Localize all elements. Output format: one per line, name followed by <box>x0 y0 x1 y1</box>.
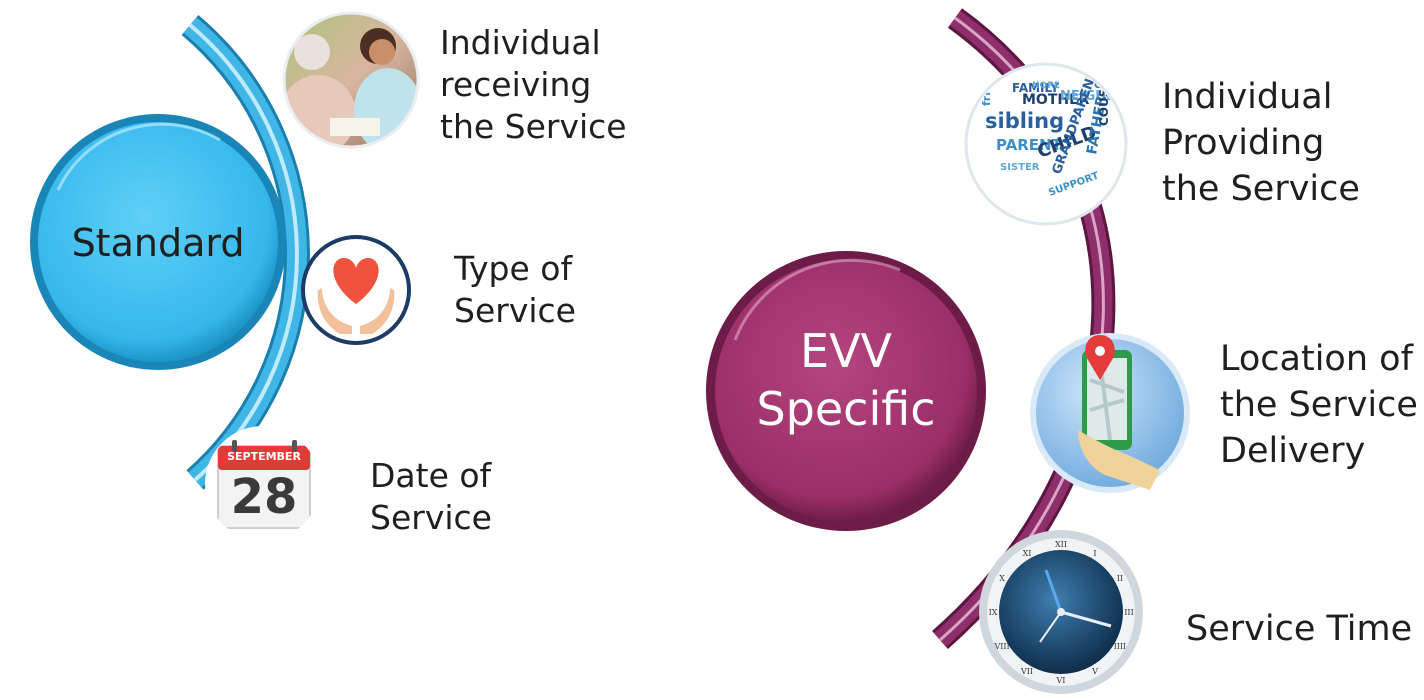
word-cloud-word: sibling <box>985 109 1064 133</box>
label-line: Location of <box>1220 339 1413 379</box>
clock-numeral: XII <box>1055 540 1067 549</box>
clock-numeral: III <box>1124 608 1133 617</box>
label-line: the Service <box>1162 169 1360 209</box>
word-cloud-word: SISTER <box>1000 162 1040 173</box>
calendar-month: SEPTEMBER <box>227 450 301 463</box>
standard-arc <box>181 15 310 490</box>
label-individual-receiving: Individual receiving the Service <box>440 22 627 148</box>
label-line: receiving <box>440 65 592 104</box>
label-line: Providing <box>1162 123 1325 163</box>
label-location-of-service: Location of the Service Delivery <box>1220 336 1418 474</box>
label-line: Service <box>454 291 576 330</box>
clock-numeral: X <box>999 574 1005 583</box>
phone-map-pin-icon <box>1030 333 1190 493</box>
word-cloud-word: NOPE <box>1032 81 1060 91</box>
clock-numeral: V <box>1091 667 1098 676</box>
evv-hub-line: EVV <box>800 324 892 378</box>
label-date-of-service: Date of Service <box>370 455 492 539</box>
standard-hub-label: Standard <box>71 221 245 265</box>
heart-hands-icon <box>301 235 411 345</box>
label-line: Individual <box>440 23 601 62</box>
calendar-icon <box>205 426 321 542</box>
calendar-day: 28 <box>230 469 298 525</box>
label-type-of-service: Type of Service <box>454 248 576 332</box>
word-cloud-word: PARENT <box>996 136 1063 154</box>
evv-hub <box>706 251 986 531</box>
clock-numeral: VII <box>1020 667 1033 676</box>
clock-numeral: IIII <box>1114 642 1127 651</box>
label-line: Date of <box>370 456 492 495</box>
clock-numeral: I <box>1093 549 1096 558</box>
label-individual-providing: Individual Providing the Service <box>1162 74 1360 212</box>
clock-numeral: IX <box>989 608 998 617</box>
label-line: Delivery <box>1220 431 1366 471</box>
caregiver-photo-icon <box>282 11 420 149</box>
word-cloud-word: MOTHER <box>1022 92 1090 108</box>
word-cloud-word: FAMILY <box>1012 81 1059 95</box>
label-line: Individual <box>1162 77 1333 117</box>
label-line: the Service <box>440 107 627 146</box>
evv-hub-label: EVV Specific <box>726 322 966 438</box>
standard-hub <box>30 114 286 370</box>
clock-numeral: II <box>1117 574 1123 583</box>
label-line: the Service <box>1220 385 1418 425</box>
label-line: Type of <box>454 249 573 288</box>
clock-numeral: VI <box>1056 676 1066 685</box>
label-line: Service Time <box>1186 609 1413 649</box>
clock-numeral: VIII <box>993 642 1009 651</box>
word-cloud-word: COUSIN <box>1097 74 1111 126</box>
clock-numeral: XI <box>1023 549 1032 558</box>
evv-hub-line: Specific <box>756 382 936 436</box>
label-service-time: Service Time <box>1186 606 1412 652</box>
label-line: Service <box>370 498 492 537</box>
